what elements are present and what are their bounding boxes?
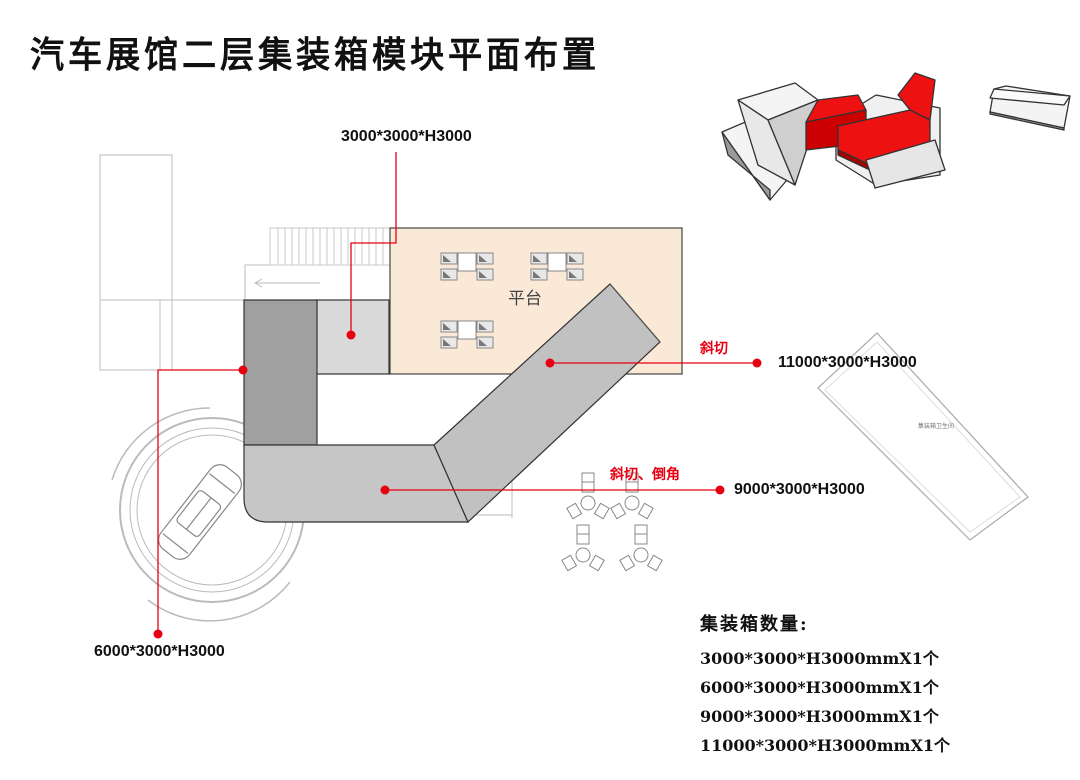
note-bevel-chamfer: 斜切、倒角 [610, 467, 680, 483]
label-3000: 3000*3000*H3000 [341, 128, 472, 145]
round-table-set [619, 524, 663, 572]
toilet-label: 集装箱卫生间 [918, 422, 954, 430]
summary-line-3000: 3000*3000*H3000mmX1个 [700, 649, 939, 668]
leader-lines [157, 152, 757, 634]
background-outline [99, 154, 513, 518]
label-9000: 9000*3000*H3000 [734, 481, 865, 498]
platform-label: 平台 [508, 289, 542, 309]
table-set [440, 320, 494, 349]
toilet-container-outline: 集装箱卫生间 [817, 332, 1029, 541]
leader-dots [153, 330, 762, 639]
note-bevel: 斜切 [700, 341, 728, 357]
table-groups [561, 472, 663, 572]
bevel-edge [609, 283, 661, 343]
summary-line-11000: 11000*3000*H3000mmX1个 [700, 736, 950, 755]
round-table-set [561, 524, 605, 572]
table-set [530, 252, 584, 281]
container-summary: 集装箱数量: 3000*3000*H3000mmX1个 6000*3000*H3… [700, 610, 950, 760]
container-9000 [243, 444, 469, 523]
model-3d-icon [721, 72, 1071, 201]
label-6000: 6000*3000*H3000 [94, 643, 225, 660]
car-icon [158, 464, 242, 560]
round-table-set [566, 472, 610, 520]
container-6000 [243, 299, 318, 446]
platform-furniture [440, 252, 584, 349]
page-title: 汽车展馆二层集装箱模块平面布置 [30, 35, 601, 76]
car-turntable [111, 407, 305, 622]
round-table-set [610, 472, 654, 520]
stair [269, 227, 391, 266]
table-set [440, 252, 494, 281]
summary-line-9000: 9000*3000*H3000mmX1个 [700, 707, 939, 726]
label-11000: 11000*3000*H3000 [778, 354, 917, 371]
summary-title: 集装箱数量: [700, 614, 809, 635]
summary-line-6000: 6000*3000*H3000mmX1个 [700, 678, 939, 697]
